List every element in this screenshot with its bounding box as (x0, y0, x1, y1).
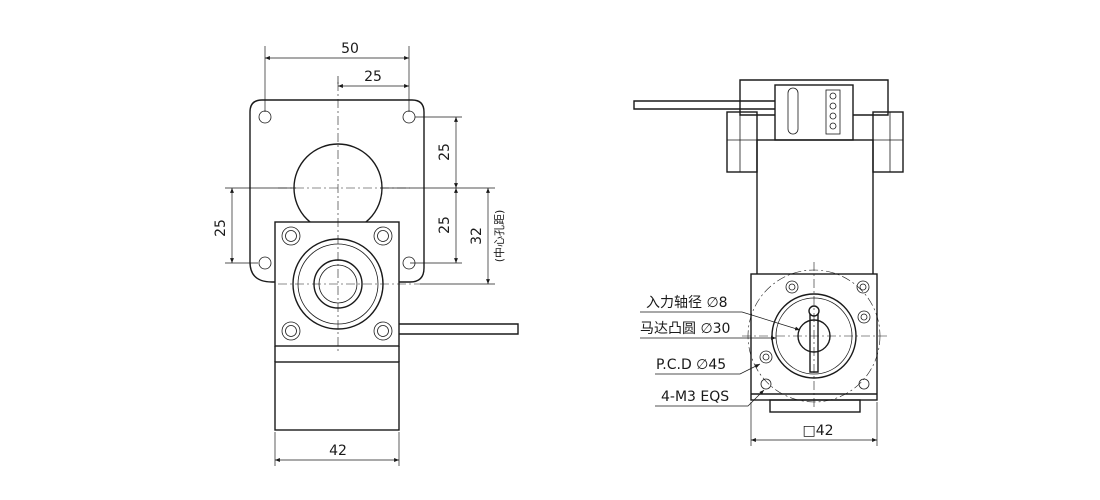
side-dim-label-bottom: □42 (802, 423, 833, 439)
motor-cable (399, 323, 519, 335)
bracket (774, 84, 854, 141)
leader-pcd (655, 363, 761, 375)
side-cable (633, 100, 779, 110)
plate-hole-bottom-left (258, 256, 272, 270)
callout-pcd: P.C.D ∅45 (656, 357, 726, 373)
callout-boss: 马达凸圆 ∅30 (640, 321, 730, 337)
bracket-slot (787, 87, 799, 135)
dim-label-top-half: 25 (364, 69, 382, 85)
callout-input-shaft: 入力轴径 ∅8 (646, 295, 728, 311)
leader-holes (655, 389, 765, 407)
gearbox-plate-outline (249, 99, 425, 283)
left-side-flange (726, 111, 758, 173)
dim-label-top-overall: 50 (341, 41, 359, 57)
dim-note-center-hole-distance: (中心孔距) (493, 210, 506, 263)
callout-holes: 4-M3 EQS (661, 389, 729, 405)
side-motor-body (756, 139, 874, 276)
dim-label-right-upper: 25 (437, 143, 453, 161)
flange-screws (281, 226, 393, 341)
right-side-flange (872, 111, 904, 173)
leader-input-shaft (640, 311, 801, 331)
dim-label-bottom: 42 (329, 443, 347, 459)
gearbox-housing (739, 79, 889, 116)
motor-body (274, 361, 400, 431)
side-flange-lip (769, 399, 861, 413)
plate-hole-top-right (402, 110, 416, 124)
dim-label-left: 25 (213, 219, 229, 237)
side-view: 入力轴径 ∅8 马达凸圆 ∅30 P.C.D ∅45 4-M3 EQS □42 (633, 79, 904, 446)
dim-label-right-total: 32 (469, 227, 485, 245)
front-view: 50 25 25 25 32 (中心孔距) 25 42 (213, 41, 519, 466)
bracket-stud (825, 89, 841, 135)
side-flange-screws (759, 280, 871, 390)
plate-hole-top-left (258, 110, 272, 124)
dim-label-right-lower: 25 (437, 216, 453, 234)
